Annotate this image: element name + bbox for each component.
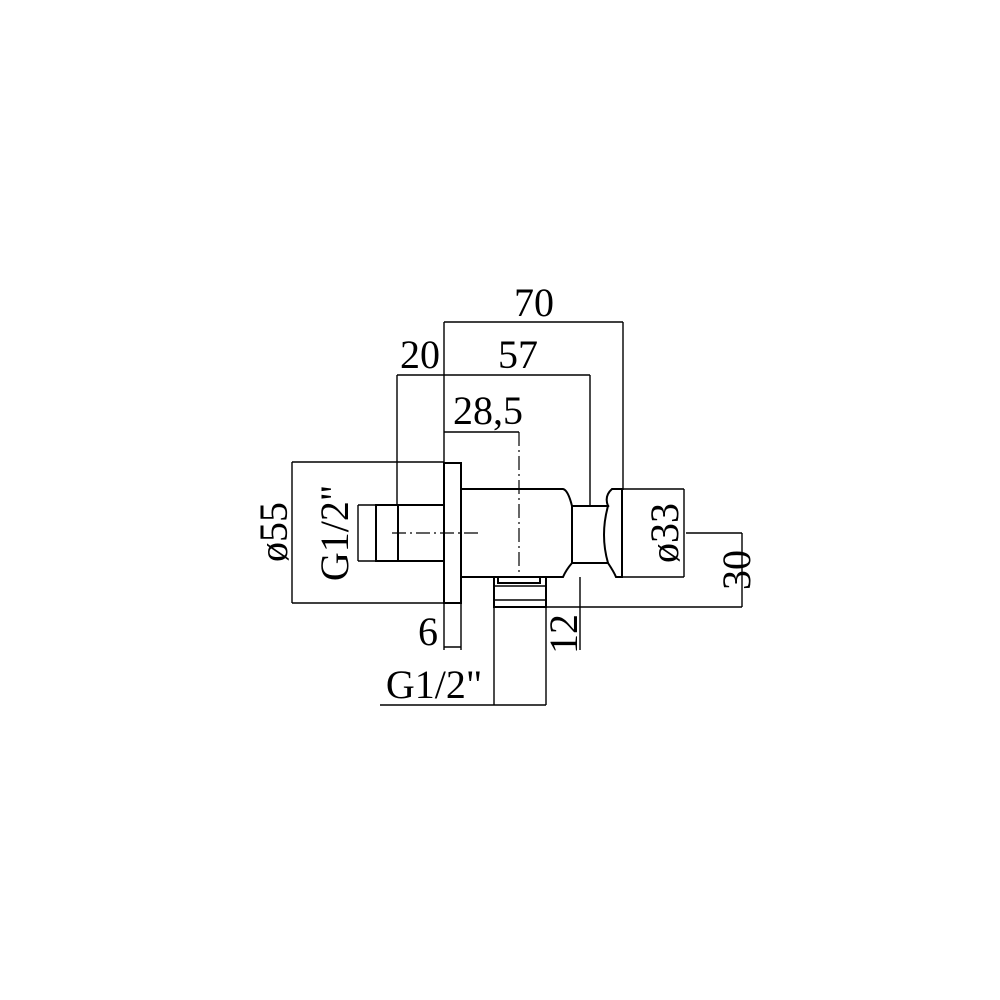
dim-body-diameter: ø33	[642, 503, 687, 563]
dim-inlet-thread: G1/2"	[312, 485, 357, 581]
dim-outlet-thread: G1/2"	[386, 662, 482, 707]
center-lines	[392, 432, 520, 577]
dimension-lines	[291, 321, 743, 706]
dim-overall-length: 70	[514, 280, 554, 325]
dimension-labels: 70 20 57 28,5 ø55 G1/2" ø33 30 6 12 G1/2…	[251, 280, 759, 707]
dim-holder-position: 57	[498, 332, 538, 377]
outlet-nut	[493, 576, 547, 608]
dim-flange-offset: 20	[400, 332, 440, 377]
main-body	[461, 488, 623, 578]
part-outline	[375, 462, 623, 608]
dim-outlet-position: 28,5	[453, 388, 523, 433]
dim-outlet-height: 30	[714, 550, 759, 590]
holder-saddle	[572, 505, 610, 564]
dim-flange-diameter: ø55	[251, 502, 296, 562]
dim-flange-thickness: 6	[418, 609, 438, 654]
dim-outlet-thread-length: 12	[541, 614, 586, 654]
